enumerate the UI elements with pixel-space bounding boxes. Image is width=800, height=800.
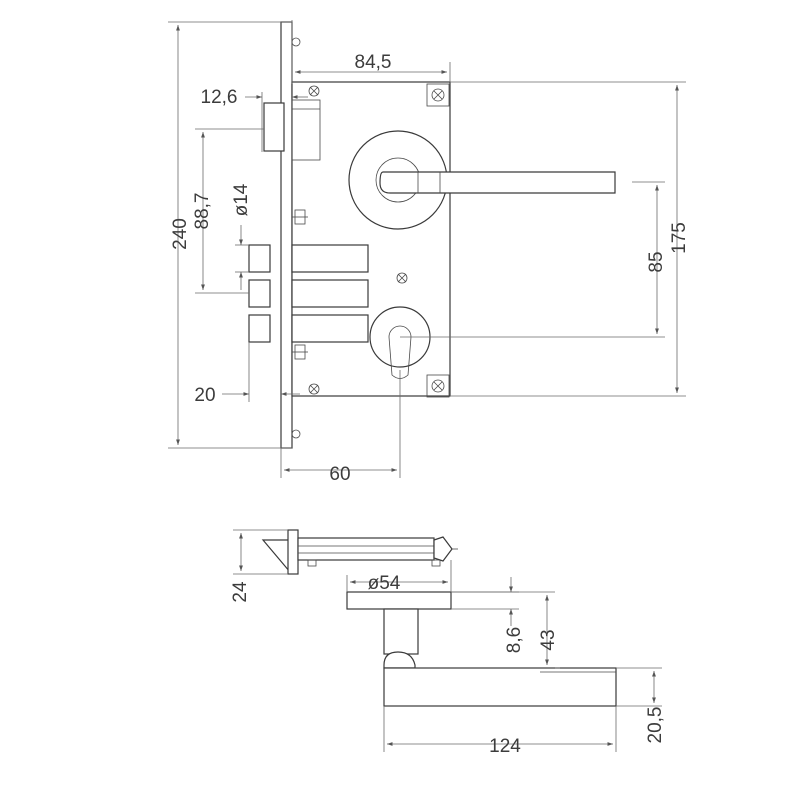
label-12-6: 12,6 [201,87,238,108]
screw-middle [396,272,408,284]
screw-top-left [308,85,320,97]
fitting-upper [292,209,308,225]
faceplate [280,21,293,449]
side-dimensions [233,529,662,752]
lock-front-view [248,21,616,449]
deadbolt-3 [248,314,369,343]
label-diameter-54: ø54 [368,573,401,594]
side-lever-handle [346,591,617,707]
lever-handle-front [379,171,616,194]
label-20: 20 [194,385,215,406]
faceplate-screw-bottom [291,429,301,439]
label-84-5: 84,5 [355,52,392,73]
deadbolt-2 [248,279,369,308]
label-20-5: 20,5 [645,707,666,744]
label-88-7: 88,7 [192,193,213,230]
label-8-6: 8,6 [504,627,525,653]
screw-top-right [426,83,450,107]
label-24: 24 [230,581,251,603]
fitting-lower [292,344,308,360]
label-124: 124 [489,736,521,757]
faceplate-screw-top [291,37,301,47]
screw-bottom-right [426,374,450,398]
label-85: 85 [646,251,667,272]
latch-bolt [263,99,321,161]
side-lock-body [261,529,458,575]
deadbolt-1 [248,244,369,273]
label-240: 240 [170,218,191,250]
front-dimensions [168,20,686,478]
label-60: 60 [329,464,350,485]
label-diameter-14: ø14 [231,183,252,216]
label-43: 43 [538,629,559,650]
lock-side-view [261,529,617,707]
screw-bottom-left [308,383,320,395]
label-175: 175 [669,222,690,254]
